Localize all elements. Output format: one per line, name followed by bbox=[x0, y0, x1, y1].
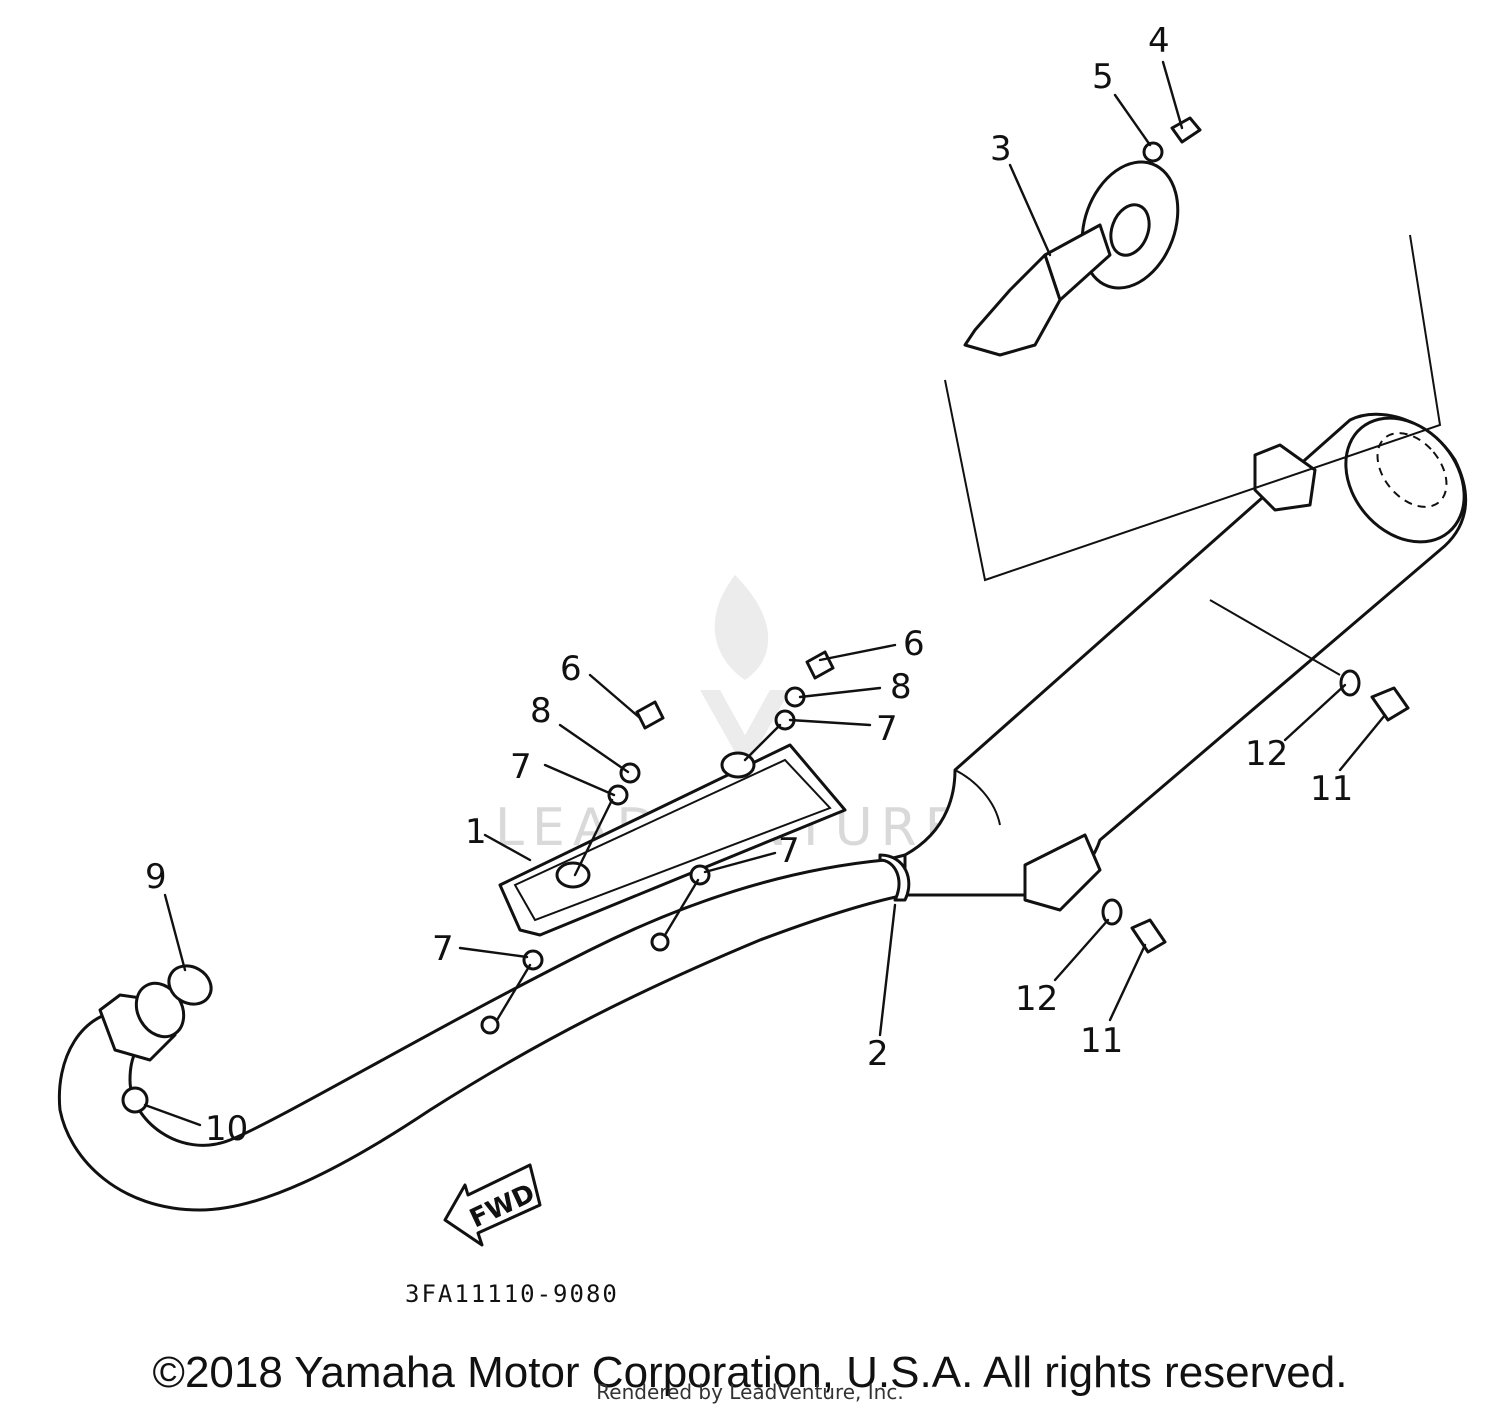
watermark-logo bbox=[700, 575, 790, 770]
rendered-by-text: Rendered by LeadVenture, Inc. bbox=[596, 1380, 904, 1404]
callout-8-left: 8 bbox=[530, 691, 552, 731]
callout-7-b: 7 bbox=[876, 709, 898, 749]
callout-12-lower: 12 bbox=[1015, 979, 1058, 1019]
grommet-7-d bbox=[522, 949, 544, 971]
grommet-7-a bbox=[607, 784, 629, 806]
assembly-outline bbox=[944, 234, 1442, 582]
callout-7-d: 7 bbox=[432, 929, 454, 969]
bolt-11-upper bbox=[1370, 686, 1410, 722]
callout-5: 5 bbox=[1092, 57, 1114, 97]
callout-8-right: 8 bbox=[890, 667, 912, 707]
washer-8-left bbox=[619, 762, 641, 784]
callout-2: 2 bbox=[867, 1034, 889, 1074]
callout-9: 9 bbox=[145, 857, 167, 897]
callout-7-a: 7 bbox=[510, 747, 532, 787]
pipe-boss-lower bbox=[480, 1015, 500, 1035]
washer-12-lower bbox=[1101, 898, 1123, 926]
callout-7-c: 7 bbox=[778, 831, 800, 871]
bolt-6-right bbox=[805, 650, 835, 680]
exhaust-pipe bbox=[57, 853, 911, 1212]
diagram-code: 3FA11110-9080 bbox=[405, 1280, 619, 1308]
grommet-7-c bbox=[689, 864, 711, 886]
washer-5 bbox=[1142, 141, 1164, 163]
callout-12-upper: 12 bbox=[1245, 734, 1288, 774]
bolt-4 bbox=[1170, 116, 1202, 144]
washer-12-upper bbox=[1339, 669, 1361, 697]
callout-4: 4 bbox=[1148, 21, 1170, 61]
heat-protector bbox=[498, 743, 847, 937]
leader-lines bbox=[143, 60, 1387, 1127]
callout-10: 10 bbox=[205, 1109, 248, 1149]
bolt-11-lower bbox=[1130, 918, 1167, 954]
callout-6-left: 6 bbox=[560, 649, 582, 689]
silencer-body bbox=[903, 412, 1468, 912]
callout-3: 3 bbox=[990, 129, 1012, 169]
callout-6-right: 6 bbox=[903, 624, 925, 664]
spark-arrester bbox=[963, 149, 1180, 357]
assembly-guide-line bbox=[1209, 599, 1341, 676]
bolt-6-left bbox=[635, 700, 665, 730]
copyright-notice: ©2018 Yamaha Motor Corporation, U.S.A. A… bbox=[152, 1348, 1348, 1397]
callout-11-upper: 11 bbox=[1310, 769, 1353, 809]
callout-11-lower: 11 bbox=[1080, 1021, 1123, 1061]
gasket-9 bbox=[167, 964, 213, 1006]
callout-1: 1 bbox=[465, 812, 487, 852]
pipe-boss-upper bbox=[650, 932, 670, 952]
fwd-arrow: FWD bbox=[443, 1163, 542, 1247]
